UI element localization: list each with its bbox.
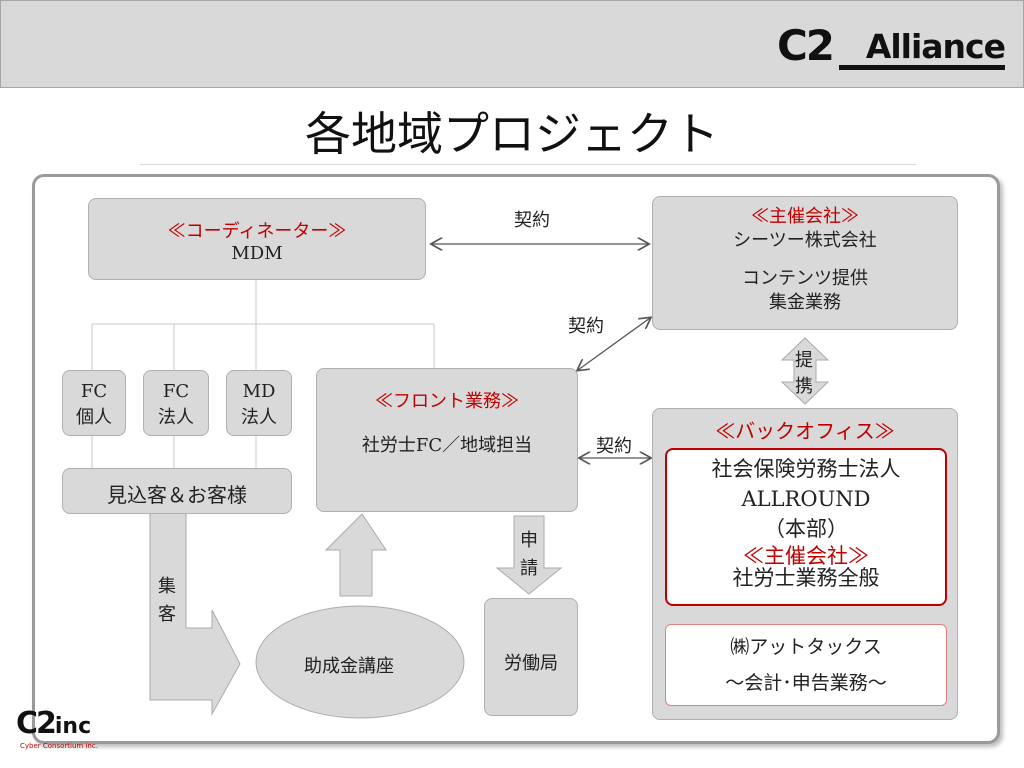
md-corporate-box: MD 法人 xyxy=(226,370,292,436)
logo-c2-text: C2 xyxy=(776,21,835,70)
allround-box: 社会保険労務士法人 ALLROUND （本部） ≪主催会社≫ 社労士業務全般 xyxy=(665,448,947,606)
md-corporate-line2: 法人 xyxy=(241,407,277,428)
apply-label-1: 申 xyxy=(520,530,538,551)
seminar-up-arrow xyxy=(324,513,387,597)
organizer-box: ≪主催会社≫ シーツー株式会社 コンテンツ提供 集金業務 xyxy=(652,196,958,330)
collect-label-1: 集 xyxy=(158,576,176,597)
allround-line2: ALLROUND xyxy=(741,487,871,511)
franchise-corporate-line2: 法人 xyxy=(158,407,194,428)
seminar-ellipse xyxy=(255,605,465,719)
contract-arrow-front-organizer xyxy=(578,318,650,370)
franchise-individual-line2: 個人 xyxy=(76,407,112,428)
footer-subtitle: Cyber Consortium inc. xyxy=(20,742,98,750)
md-corporate-line1: MD xyxy=(242,381,276,402)
attax-line1: ㈱アットタックス xyxy=(730,636,882,658)
c2-inc-logo: C2inc Cyber Consortium inc. xyxy=(16,706,98,750)
prospects-box: 見込客＆お客様 xyxy=(62,468,292,514)
contract-label-top: 契約 xyxy=(514,210,550,231)
back-office-header: ≪バックオフィス≫ xyxy=(715,419,895,443)
logo-underline xyxy=(839,65,1005,70)
labor-office-label: 労働局 xyxy=(504,653,558,674)
contract-label-middle: 契約 xyxy=(568,316,604,337)
collect-label-2: 客 xyxy=(158,604,176,625)
franchise-individual-box: FC 個人 xyxy=(62,370,126,436)
coordinator-name: MDM xyxy=(231,243,283,264)
footer-c2-text: C2 xyxy=(16,706,57,741)
apply-down-arrow xyxy=(495,515,563,595)
coordinator-header: ≪コーディネーター≫ xyxy=(167,221,347,242)
collect-bent-arrow xyxy=(149,491,241,716)
alliance-label-1: 提 xyxy=(795,350,813,371)
attax-box: ㈱アットタックス 〜会計･申告業務〜 xyxy=(665,624,947,706)
organizer-role-contents: コンテンツ提供 xyxy=(742,268,868,289)
seminar-label: 助成金講座 xyxy=(304,656,394,677)
front-office-header: ≪フロント業務≫ xyxy=(375,391,519,412)
header-bar: C2 Alliance xyxy=(0,0,1024,88)
allround-line4: ≪主催会社≫ xyxy=(743,544,869,568)
organizer-company: シーツー株式会社 xyxy=(733,230,877,251)
title-divider xyxy=(140,164,916,165)
franchise-corporate-box: FC 法人 xyxy=(143,370,209,436)
organizer-header: ≪主催会社≫ xyxy=(751,206,859,227)
front-office-box: ≪フロント業務≫ 社労士FC／地域担当 xyxy=(316,368,578,512)
prospects-label: 見込客＆お客様 xyxy=(107,483,247,507)
franchise-individual-line1: FC xyxy=(80,381,108,402)
organizer-role-collection: 集金業務 xyxy=(769,292,841,313)
allround-line1: 社会保険労務士法人 xyxy=(711,457,901,481)
allround-line3: （本部） xyxy=(764,517,848,541)
labor-office-box: 労働局 xyxy=(484,598,578,716)
logo-alliance-text: Alliance xyxy=(865,27,1006,66)
footer-inc-text: inc xyxy=(54,714,92,739)
slide-title: 各地域プロジェクト xyxy=(305,107,719,161)
org-connector-lines xyxy=(91,280,435,468)
front-office-body: 社労士FC／地域担当 xyxy=(361,435,533,456)
franchise-corporate-line1: FC xyxy=(162,381,190,402)
attax-line2: 〜会計･申告業務〜 xyxy=(725,672,887,694)
apply-label-2: 請 xyxy=(520,558,538,579)
coordinator-box: ≪コーディネーター≫ MDM xyxy=(88,198,426,280)
alliance-double-arrow xyxy=(780,337,830,405)
alliance-label-2: 携 xyxy=(795,376,813,397)
contract-label-bottom: 契約 xyxy=(596,436,632,457)
allround-line5: 社労士業務全般 xyxy=(732,566,880,590)
